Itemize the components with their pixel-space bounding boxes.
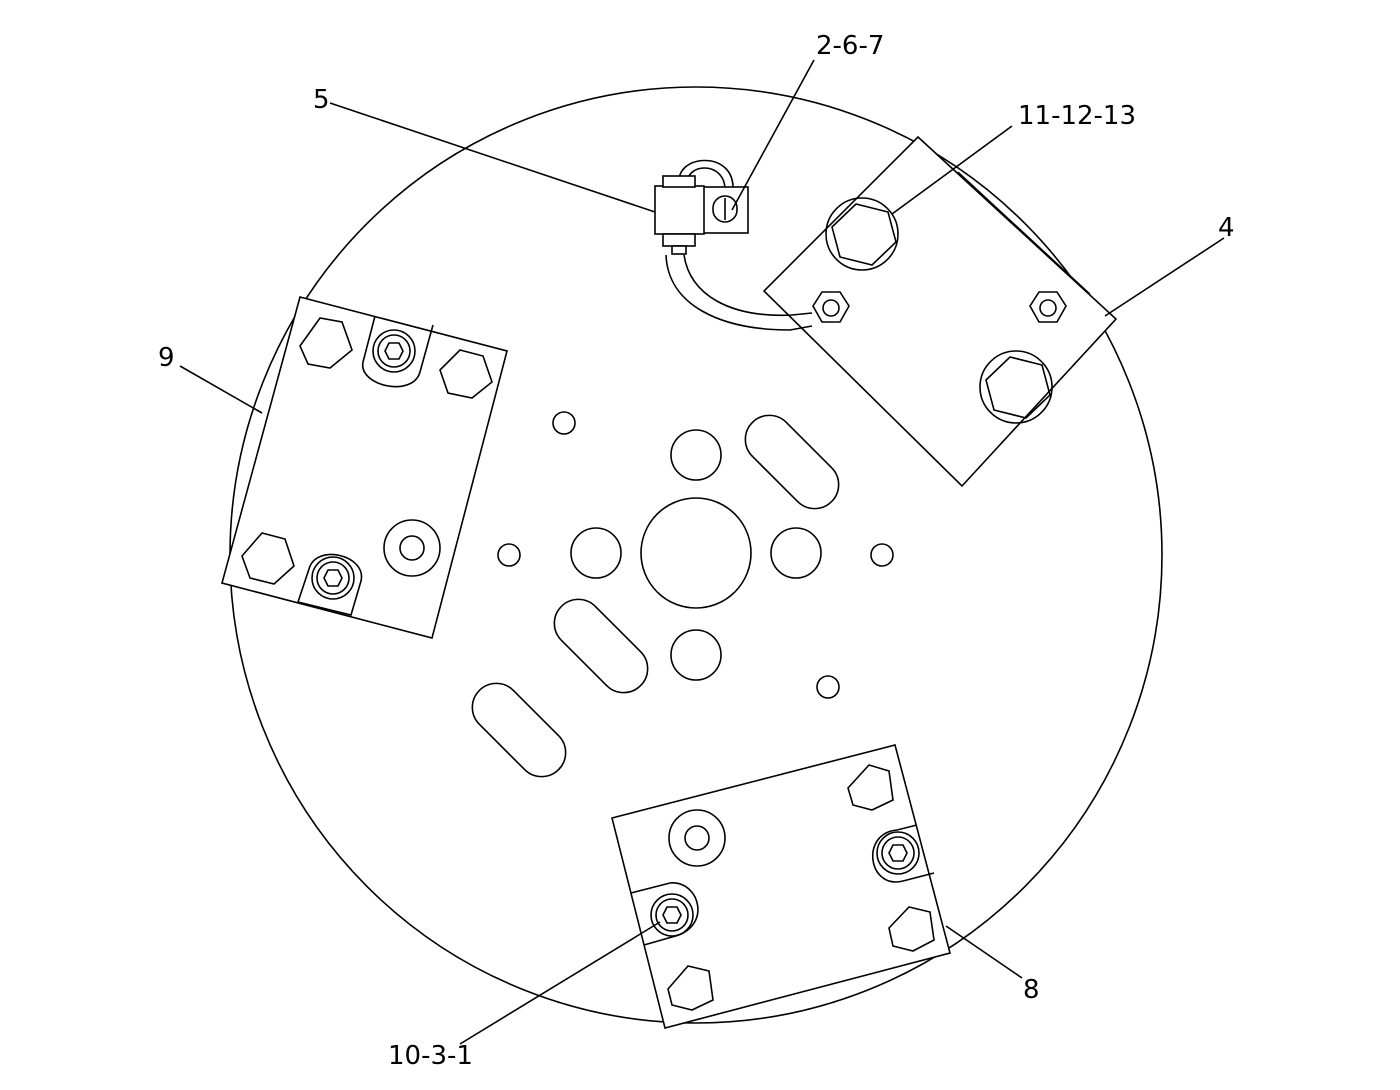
leader-5 (329, 102, 656, 213)
bolt-hex-2 (985, 356, 1051, 419)
small-hole-2 (497, 543, 521, 567)
callout-4: 4 (1218, 213, 1235, 243)
callout-11-12-13: 11-12-13 (1018, 101, 1136, 131)
slot-far-lower-left (471, 682, 567, 778)
hex-8b (888, 906, 935, 952)
plate-9 (221, 296, 508, 639)
hole-right (770, 527, 822, 579)
hex-9b (439, 349, 493, 399)
leader-4 (1104, 237, 1225, 317)
callout-2-6-7: 2-6-7 (816, 31, 884, 61)
small-hole-3 (870, 543, 894, 567)
small-nut-2 (1029, 291, 1067, 323)
slot-upper-right (744, 414, 840, 510)
hole-bottom (670, 629, 722, 681)
callout-5: 5 (313, 85, 330, 115)
hole-left (570, 527, 622, 579)
leader-8 (945, 925, 1023, 979)
callout-8: 8 (1023, 975, 1040, 1005)
hex-8c (667, 965, 714, 1011)
hole-top (670, 429, 722, 481)
leader-9 (179, 365, 263, 414)
hex-8a (847, 764, 894, 811)
callout-9: 9 (158, 343, 175, 373)
leader-2-6-7 (731, 59, 815, 211)
leader-lines (179, 59, 1225, 1045)
hole-pattern (471, 411, 894, 778)
plate-8 (611, 744, 951, 1029)
small-hole-4 (816, 675, 840, 699)
callout-labels: 2-6-7 5 11-12-13 4 9 8 10-3-1 (158, 31, 1235, 1071)
small-nut-1 (812, 291, 850, 323)
hex-9a (299, 317, 353, 369)
leader-10-3-1 (459, 921, 661, 1045)
small-hole-1 (552, 411, 576, 435)
leader-11-12-13 (891, 125, 1013, 215)
bolt-hex-1 (831, 203, 897, 266)
callout-10-3-1: 10-3-1 (388, 1041, 473, 1071)
plate-4 (762, 135, 1118, 488)
slot-lower-left (553, 598, 649, 694)
plate-4-edge-shadow (957, 171, 1091, 295)
hex-9c (241, 532, 295, 585)
center-hole (640, 497, 752, 609)
